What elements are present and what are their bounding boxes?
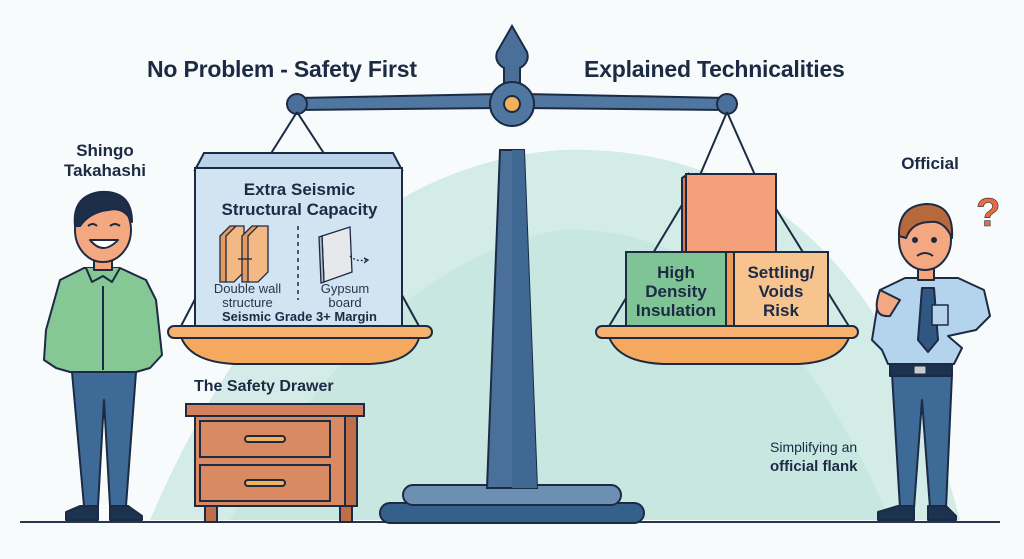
insulation-line3: Insulation	[635, 300, 717, 320]
caption: Simplifying an official flank	[770, 438, 858, 476]
seismic-grade-footer: Seismic Grade 3+ Margin	[222, 309, 377, 324]
seismic-box-title-line1: Extra Seismic	[243, 180, 356, 199]
scale-finial	[495, 23, 529, 91]
shingo-name-line2: Takahashi	[64, 161, 146, 180]
safety-drawer-cabinet	[185, 403, 365, 523]
official-figure	[871, 203, 991, 521]
heading-left: No Problem - Safety First	[147, 56, 417, 82]
settling-line1: Settling/	[747, 262, 815, 282]
official-name-label: Official	[901, 154, 959, 173]
seismic-box-title: Extra Seismic Structural Capacity	[197, 180, 402, 220]
left-pan	[167, 325, 433, 365]
scale-base	[379, 149, 645, 524]
double-wall-label-line1: Double wall	[213, 281, 282, 296]
gypsum-board-label-line1: Gypsum	[320, 281, 370, 296]
double-wall-label-line2: structure	[222, 295, 273, 310]
high-density-insulation-label: High Density Insulation	[626, 254, 726, 328]
shingo-figure	[43, 190, 163, 521]
settling-voids-risk-label: Settling/ Voids Risk	[734, 254, 828, 328]
heading-right: Explained Technicalities	[584, 56, 845, 82]
caption-line2: official flank	[770, 458, 858, 475]
double-wall-icon	[219, 225, 269, 283]
settling-line3: Risk	[763, 300, 799, 320]
settling-line2: Voids	[758, 281, 804, 301]
question-mark-icon: ?	[976, 191, 1000, 235]
caption-line1: Simplifying an	[770, 439, 858, 455]
gypsum-board-label: Gypsum board	[305, 282, 385, 310]
scale-beam	[286, 81, 738, 127]
gypsum-board-icon	[318, 226, 370, 284]
insulation-line1: High	[657, 262, 695, 282]
insulation-line2: Density	[645, 281, 707, 301]
shingo-name-label: Shingo Takahashi	[50, 141, 160, 181]
right-pan	[595, 325, 859, 365]
gypsum-board-label-line2: board	[328, 295, 362, 310]
shingo-name-line1: Shingo	[76, 141, 134, 160]
seismic-box-title-line2: Structural Capacity	[221, 200, 378, 219]
safety-drawer-label: The Safety Drawer	[194, 378, 334, 395]
double-wall-label: Double wall structure	[200, 282, 295, 310]
